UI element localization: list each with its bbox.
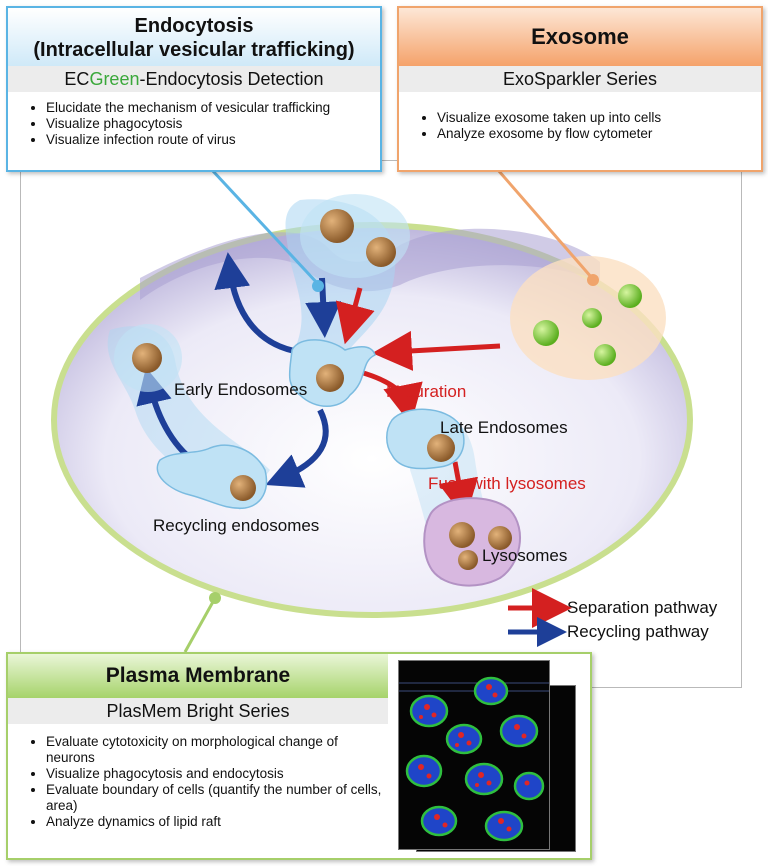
list-item: Visualize infection route of virus (46, 132, 380, 148)
exosome-title: Exosome (399, 8, 761, 66)
legend-recycling-label: Recycling pathway (567, 622, 709, 641)
maturation-arrow (359, 369, 423, 425)
endocytosis-bullets: Elucidate the mechanism of vesicular tra… (8, 100, 380, 148)
plasma-membrane-title: Plasma Membrane (8, 654, 388, 698)
list-item: Analyze exosome by flow cytometer (437, 126, 761, 142)
endocytosis-title-line1: Endocytosis (134, 15, 254, 37)
microscopy-front-layer (398, 660, 550, 850)
exosome-product: ExoSparkler Series (399, 66, 761, 92)
fuse-arrow (438, 461, 479, 520)
early-to-recycling-arrow (265, 408, 329, 488)
endocytosis-panel: Endocytosis (Intracellular vesicular tra… (6, 6, 382, 172)
exosome-particle (533, 320, 559, 346)
plasma-membrane-bullets: Evaluate cytotoxicity on morphological c… (8, 734, 386, 830)
cargo-bead (427, 434, 455, 462)
endocytosis-title: Endocytosis (Intracellular vesicular tra… (8, 8, 380, 66)
cell-stain-image (399, 661, 549, 849)
product-suffix: -Endocytosis Detection (139, 69, 324, 89)
list-item: Visualize exosome taken up into cells (437, 110, 761, 126)
cargo-bead (449, 522, 475, 548)
list-item: Visualize phagocytosis (46, 116, 380, 132)
plasma-connector-dot (209, 592, 221, 604)
fuse-label: Fuse with lysosomes (428, 474, 586, 493)
late-endosomes-label: Late Endosomes (440, 418, 568, 437)
exosome-connector (496, 169, 594, 279)
endocytosis-connector (210, 168, 320, 286)
cargo-bead (320, 209, 354, 243)
cargo-bead (230, 475, 256, 501)
cargo-bead (366, 237, 396, 267)
surface-vesicle (300, 194, 410, 278)
cargo-bead (316, 364, 344, 392)
entry-arrow-red (335, 287, 375, 345)
exosome-bullets: Visualize exosome taken up into cells An… (399, 110, 761, 142)
list-item: Evaluate cytotoxicity on morphological c… (46, 734, 386, 766)
early-endosomes-label: Early Endosomes (174, 380, 308, 399)
maturation-label: Maturation (386, 382, 467, 401)
list-item: Elucidate the mechanism of vesicular tra… (46, 100, 380, 116)
exosome-particle (582, 308, 602, 328)
list-item: Visualize phagocytosis and endocytosis (46, 766, 386, 782)
product-prefix: EC (64, 69, 90, 89)
list-item: Evaluate boundary of cells (quantify the… (46, 782, 386, 814)
endocytosis-product: ECGreen-Endocytosis Detection (8, 66, 380, 92)
product-green: Green (89, 69, 140, 89)
recycle-arrow-top (214, 252, 301, 355)
cargo-bead (458, 550, 478, 570)
legend-separation-label: Separation pathway (567, 598, 718, 617)
endocytosis-title-line2: (Intracellular vesicular trafficking) (33, 39, 355, 61)
exosome-arrow (372, 330, 501, 371)
list-item: Analyze dynamics of lipid raft (46, 814, 386, 830)
exosome-particle (594, 344, 616, 366)
cargo-bead (132, 343, 162, 373)
plasma-membrane-product: PlasMem Bright Series (8, 698, 388, 724)
exosome-panel: Exosome ExoSparkler Series Visualize exo… (397, 6, 763, 172)
lysosomes-label: Lysosomes (482, 546, 568, 565)
cargo-bead (488, 526, 512, 550)
endocytosis-connector-dot (312, 280, 324, 292)
exosome-connector-dot (587, 274, 599, 286)
plasma-connector (183, 599, 216, 653)
recycling-endosomes-label: Recycling endosomes (153, 516, 320, 535)
microscopy-image (398, 660, 576, 852)
exosome-particle (618, 284, 642, 308)
